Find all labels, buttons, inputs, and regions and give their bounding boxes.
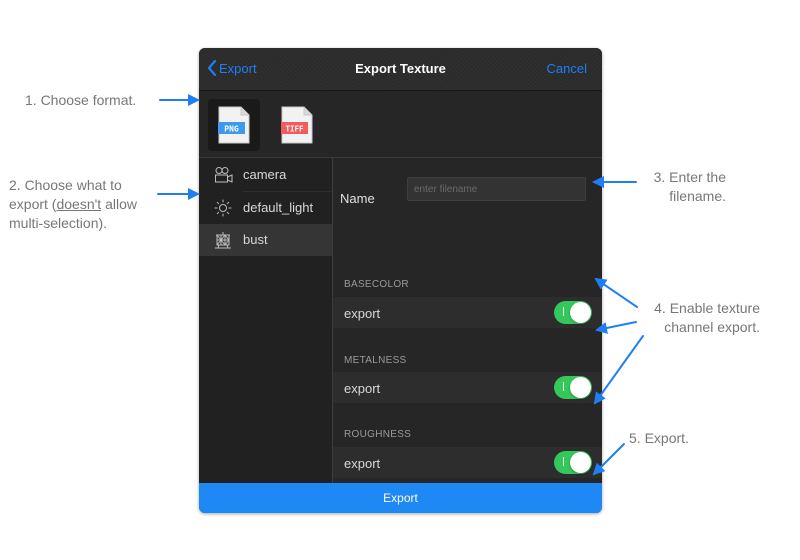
annotation-step2-text: export (: [9, 196, 57, 212]
object-item-label: bust: [243, 232, 268, 247]
object-list: camera default_light: [199, 158, 333, 483]
toggle-knob: [570, 377, 591, 398]
annotation-step3: 3. Enter the filename.: [638, 168, 726, 206]
toggle-on-mark: [563, 457, 564, 466]
toggle-on-mark: [563, 307, 564, 316]
annotation-step2-underlined: doesn't: [56, 196, 102, 212]
png-icon-text: PNG: [224, 125, 239, 134]
section-header-metalness: METALNESS: [344, 355, 407, 366]
annotation-step2-text2: allow: [101, 196, 137, 212]
basecolor-export-row: export: [333, 297, 602, 328]
basecolor-export-toggle[interactable]: [554, 301, 592, 324]
annotation-step4-line1: 4. Enable texture: [654, 300, 760, 316]
toggle-on-mark: [563, 382, 564, 391]
section-header-basecolor: BASECOLOR: [344, 279, 409, 290]
object-item-default-light[interactable]: default_light: [199, 192, 332, 224]
nav-bar: Export Export Texture Cancel: [199, 48, 602, 91]
roughness-export-label: export: [344, 456, 381, 471]
annotation-step4-line2: channel export.: [664, 319, 760, 335]
roughness-export-row: export: [333, 447, 602, 478]
png-file-icon: PNG: [218, 106, 250, 144]
object-item-label: default_light: [243, 200, 314, 215]
annotation-step3-line2: filename.: [669, 188, 726, 204]
name-label: Name: [340, 191, 375, 206]
format-png-button[interactable]: PNG: [208, 99, 260, 151]
export-texture-panel: Export Export Texture Cancel PNG TIFF: [199, 48, 602, 513]
export-settings: Name BASECOLOR export METALNESS export R…: [333, 158, 602, 483]
mesh-icon: [215, 232, 231, 249]
arrow-step4-metalness: [595, 321, 637, 334]
annotation-step2-line3: multi-selection).: [9, 215, 108, 231]
annotation-step2-line2: export (doesn't allow: [9, 195, 137, 214]
divider: [243, 191, 332, 192]
back-button-label: Export: [219, 60, 257, 76]
object-item-bust[interactable]: bust: [199, 224, 332, 256]
tiff-icon-text: TIFF: [285, 125, 304, 134]
arrow-step5: [592, 443, 625, 476]
metalness-export-toggle[interactable]: [554, 376, 592, 399]
back-button[interactable]: Export: [207, 60, 257, 76]
format-tiff-button[interactable]: TIFF: [271, 99, 323, 151]
toggle-knob: [570, 302, 591, 323]
annotation-step3-line1: 3. Enter the: [653, 169, 726, 185]
export-button[interactable]: Export: [199, 483, 602, 513]
page-title: Export Texture: [355, 61, 446, 76]
object-item-label: camera: [243, 167, 287, 182]
format-picker: PNG TIFF: [199, 91, 602, 158]
section-header-roughness: ROUGHNESS: [344, 429, 412, 440]
filename-input[interactable]: [407, 177, 586, 201]
toggle-knob: [570, 452, 591, 473]
cancel-button[interactable]: Cancel: [546, 61, 587, 76]
annotation-step2-line1: 2. Choose what to: [9, 177, 122, 193]
chevron-left-icon: [207, 60, 217, 76]
camera-icon: [215, 167, 233, 183]
metalness-export-label: export: [344, 381, 381, 396]
basecolor-export-label: export: [344, 306, 381, 321]
annotation-step5: 5. Export.: [629, 430, 689, 446]
tiff-file-icon: TIFF: [281, 106, 313, 144]
arrow-step4-basecolor: [594, 277, 638, 308]
metalness-export-row: export: [333, 372, 602, 403]
sun-icon: [214, 199, 232, 217]
object-item-camera[interactable]: camera: [199, 159, 332, 191]
roughness-export-toggle[interactable]: [554, 451, 592, 474]
annotation-step1: 1. Choose format.: [25, 92, 137, 108]
annotation-step4: 4. Enable texture channel export.: [638, 299, 760, 337]
annotation-step2: 2. Choose what to export (doesn't allow …: [9, 176, 137, 233]
arrow-step4-roughness: [593, 335, 644, 405]
